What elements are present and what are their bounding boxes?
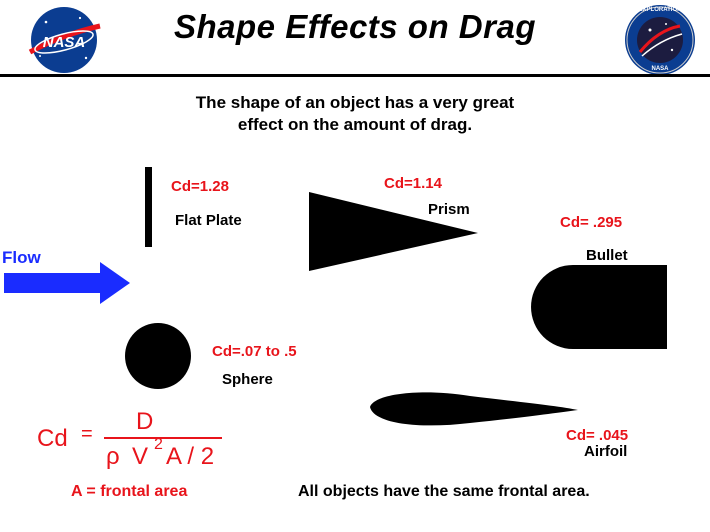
prism-label: Prism bbox=[428, 201, 470, 218]
frontal-area-note: A = frontal area bbox=[71, 483, 188, 500]
flat-plate-label: Flat Plate bbox=[175, 212, 242, 229]
intro-line-1: The shape of an object has a very great bbox=[195, 93, 515, 112]
intro-line-2: effect on the amount of drag. bbox=[237, 115, 473, 134]
flat-plate-shape bbox=[145, 167, 152, 247]
nasa-logo: NASA bbox=[28, 7, 101, 73]
airfoil-shape bbox=[370, 392, 578, 426]
formula-exponent: 2 bbox=[154, 436, 163, 453]
formula-fraction-bar bbox=[104, 437, 222, 439]
exploration-logo-subtext: NASA bbox=[651, 66, 669, 72]
formula-rho: ρ bbox=[106, 443, 120, 470]
formula-cd: Cd bbox=[37, 425, 68, 452]
flat-plate-cd: Cd=1.28 bbox=[171, 178, 229, 195]
same-frontal-area-note: All objects have the same frontal area. bbox=[298, 483, 590, 500]
flow-label: Flow bbox=[2, 248, 41, 267]
flow-arrow bbox=[4, 262, 130, 304]
bullet-label: Bullet bbox=[586, 247, 628, 264]
page-title: Shape Effects on Drag bbox=[174, 8, 536, 45]
formula-numerator: D bbox=[136, 408, 154, 435]
sphere-cd: Cd=.07 to .5 bbox=[212, 343, 297, 360]
exploration-logo-text: EXPLORATION bbox=[638, 7, 682, 13]
prism-shape bbox=[309, 192, 478, 271]
formula-rest: A / 2 bbox=[166, 443, 215, 470]
formula-v: V bbox=[132, 443, 149, 470]
sphere-label: Sphere bbox=[222, 371, 273, 388]
airfoil-label: Airfoil bbox=[584, 443, 628, 460]
formula-equals: = bbox=[81, 423, 93, 445]
sphere-shape bbox=[125, 323, 191, 389]
bullet-cd: Cd= .295 bbox=[560, 214, 623, 231]
exploration-seal-logo bbox=[625, 5, 695, 75]
prism-cd: Cd=1.14 bbox=[384, 175, 442, 192]
nasa-logo-text: NASA bbox=[43, 34, 86, 51]
header-divider bbox=[0, 74, 710, 77]
airfoil-cd: Cd= .045 bbox=[566, 427, 629, 444]
intro-text: The shape of an object has a very great … bbox=[100, 92, 610, 136]
bullet-shape bbox=[531, 265, 667, 349]
